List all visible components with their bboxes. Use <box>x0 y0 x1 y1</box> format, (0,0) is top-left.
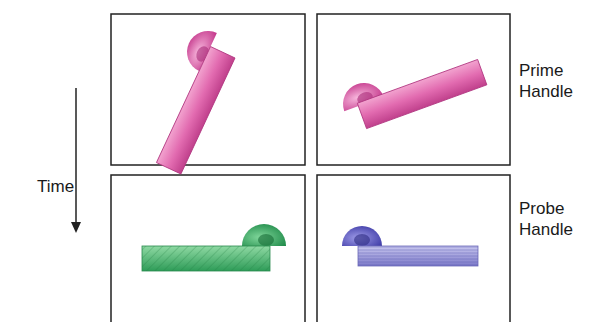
axis-label: Time <box>37 176 74 197</box>
panel-frame <box>317 175 510 322</box>
panel-frame <box>317 14 510 165</box>
probe-handle <box>342 226 478 266</box>
panel-frame <box>111 175 305 322</box>
arrow-head <box>71 222 81 233</box>
row-label: Prime Handle <box>519 60 581 102</box>
time-arrow <box>75 88 77 224</box>
row-label: Probe Handle <box>519 198 581 240</box>
probe-handle <box>142 224 286 271</box>
prime-handle <box>137 24 241 174</box>
prime-handle <box>337 43 487 134</box>
